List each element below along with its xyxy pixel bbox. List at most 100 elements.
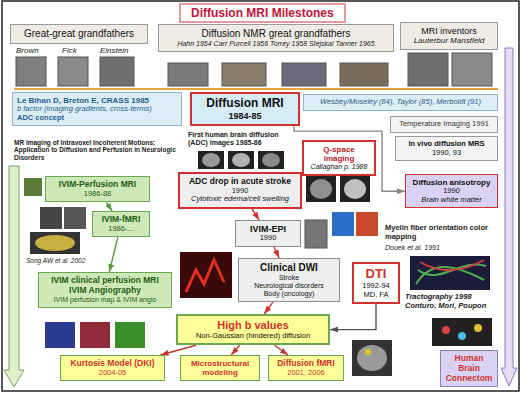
angiography-vessels	[186, 260, 224, 292]
milestone-box: DTI1992-94MD, FA	[352, 262, 400, 304]
node-text: Brain white matter	[410, 196, 493, 205]
portrait-photo	[305, 220, 327, 248]
node-heading: Diffusion NMR great grandfathers	[163, 28, 389, 40]
node-heading: DTI	[358, 267, 394, 282]
connectome-node	[458, 332, 466, 340]
stroke-image	[310, 179, 332, 199]
node-heading: Diffusion MRI	[196, 97, 294, 111]
node-text: Hahn 1954 Carr Purcell 1956 Torrey 1958 …	[163, 40, 389, 48]
portrait-photo	[100, 57, 134, 86]
node-text: 2001, 2006	[273, 369, 339, 378]
angiography-image	[180, 252, 232, 298]
node-heading: High b values	[182, 319, 324, 332]
stroke-image	[340, 176, 370, 202]
ivim-box: IVIM clinical perfusion MRIIVIM Angiogra…	[38, 272, 172, 308]
highlight-box: Kurtosis Model (DKI)2004-05	[60, 355, 165, 381]
node-text: 1990, 93	[400, 149, 493, 158]
connectome-node	[442, 326, 450, 334]
milestone-box: Temperature Imaging 1991	[390, 116, 498, 133]
portrait-photo	[408, 53, 448, 86]
node-heading: Temperature Imaging 1991	[395, 120, 493, 129]
node-text: IVIM Angiography	[43, 286, 167, 296]
milestone-box: IVIM-EPI1990	[235, 220, 301, 247]
node-heading: Human Brain Connectom	[445, 354, 493, 383]
header-box: Diffusion NMR great grandfathersHahn 195…	[158, 24, 394, 52]
node-heading: Kurtosis Model (DKI)	[65, 359, 160, 369]
portrait-photo	[222, 63, 266, 86]
node-heading: Clinical DWI	[243, 262, 335, 274]
portrait-photo	[340, 63, 388, 86]
diagram-title: Diffusion MRI Milestones	[191, 6, 334, 20]
connector	[231, 345, 239, 355]
portrait-photo	[282, 63, 326, 86]
header-box: Great-great grandfathers	[10, 24, 148, 44]
connector	[275, 345, 288, 355]
brain-image	[232, 153, 250, 167]
connector	[161, 345, 196, 355]
node-heading: Le Bihan D, Breton E, CRASS 1985	[17, 96, 177, 105]
ivim-box: IVIM-fMRI1986-...	[92, 211, 150, 237]
node-heading: Q-space imaging	[308, 145, 370, 163]
portrait-photo	[168, 63, 208, 86]
connector	[264, 302, 273, 314]
brain-image	[202, 153, 220, 167]
paper-title: MR Imaging of Intravoxel Incoherent Moti…	[14, 139, 182, 161]
milestone-box: Diffusion MRI1984-85	[190, 92, 300, 126]
node-text: 1992-94	[358, 282, 394, 291]
node-heading: IVIM-Perfusion MRI	[50, 180, 145, 190]
perfusion-map	[45, 322, 75, 348]
highlight-box: Microstructural modeling	[180, 355, 260, 381]
node-text: 1984-85	[196, 111, 294, 121]
node-text: 1986-88	[50, 190, 145, 199]
activation-spot	[365, 349, 371, 355]
brain-image	[64, 207, 86, 229]
citation: Song AW et al. 2002	[26, 257, 96, 264]
brain-image	[30, 232, 80, 254]
node-text: Neurological disorders	[243, 282, 335, 290]
connector	[330, 304, 376, 329]
node-text: Callaghan p. 1988	[308, 163, 370, 171]
fmri-image	[357, 345, 387, 371]
node-text: 1990	[240, 234, 296, 243]
portrait-name: Fick	[62, 46, 96, 55]
fiber-tracts	[420, 260, 484, 270]
connectome-node	[474, 324, 482, 332]
connectome-box: Human Brain Connectom	[440, 350, 498, 387]
stroke-image	[306, 176, 336, 202]
color-map-image	[332, 212, 354, 236]
timeline-bar	[14, 88, 498, 90]
brain-image	[228, 151, 254, 169]
node-heading: Great-great grandfathers	[15, 28, 143, 40]
node-heading: IVIM clinical perfusion MRI	[43, 276, 167, 286]
tractography-image	[410, 256, 490, 290]
node-text: MD, FA	[358, 291, 394, 300]
node-text: Cytotoxic edema/cell swelling	[184, 195, 296, 204]
brain-image	[198, 151, 224, 169]
node-text: ADC concept	[17, 114, 177, 123]
ivim-box: IVIM-Perfusion MRI1986-88	[45, 176, 150, 202]
milestone-box: Q-space imagingCallaghan p. 1988	[302, 140, 376, 176]
big-arrow	[4, 166, 24, 387]
node-text: Body (oncology)	[243, 290, 335, 298]
citation: Douek et al. 1991	[385, 244, 498, 252]
portrait-photo	[58, 57, 88, 86]
reference-box: Wesbey/Moseley (84), Taylor (85), Merbol…	[303, 94, 498, 111]
connector	[294, 126, 405, 191]
node-text: 1990	[184, 187, 296, 196]
node-heading: IVIM-EPI	[240, 224, 296, 234]
node-heading: Diffusion fMRI	[273, 359, 339, 369]
connector	[109, 237, 118, 272]
perfusion-map	[80, 322, 110, 348]
node-text: Lauterbur Mansfield	[405, 36, 493, 45]
portrait-photo	[16, 57, 46, 86]
brain-image	[258, 151, 284, 169]
portrait-name: Brown	[16, 46, 56, 55]
node-heading: Wesbey/Moseley (84), Taylor (85), Merbol…	[308, 98, 493, 107]
node-heading: ADC drop in acute stroke	[184, 177, 296, 187]
perfusion-map	[115, 322, 145, 348]
node-heading: MRI inventors	[405, 26, 493, 36]
fiber-tracts	[416, 265, 486, 284]
image-caption: Myelin fiber orientation color mapping	[385, 224, 498, 241]
